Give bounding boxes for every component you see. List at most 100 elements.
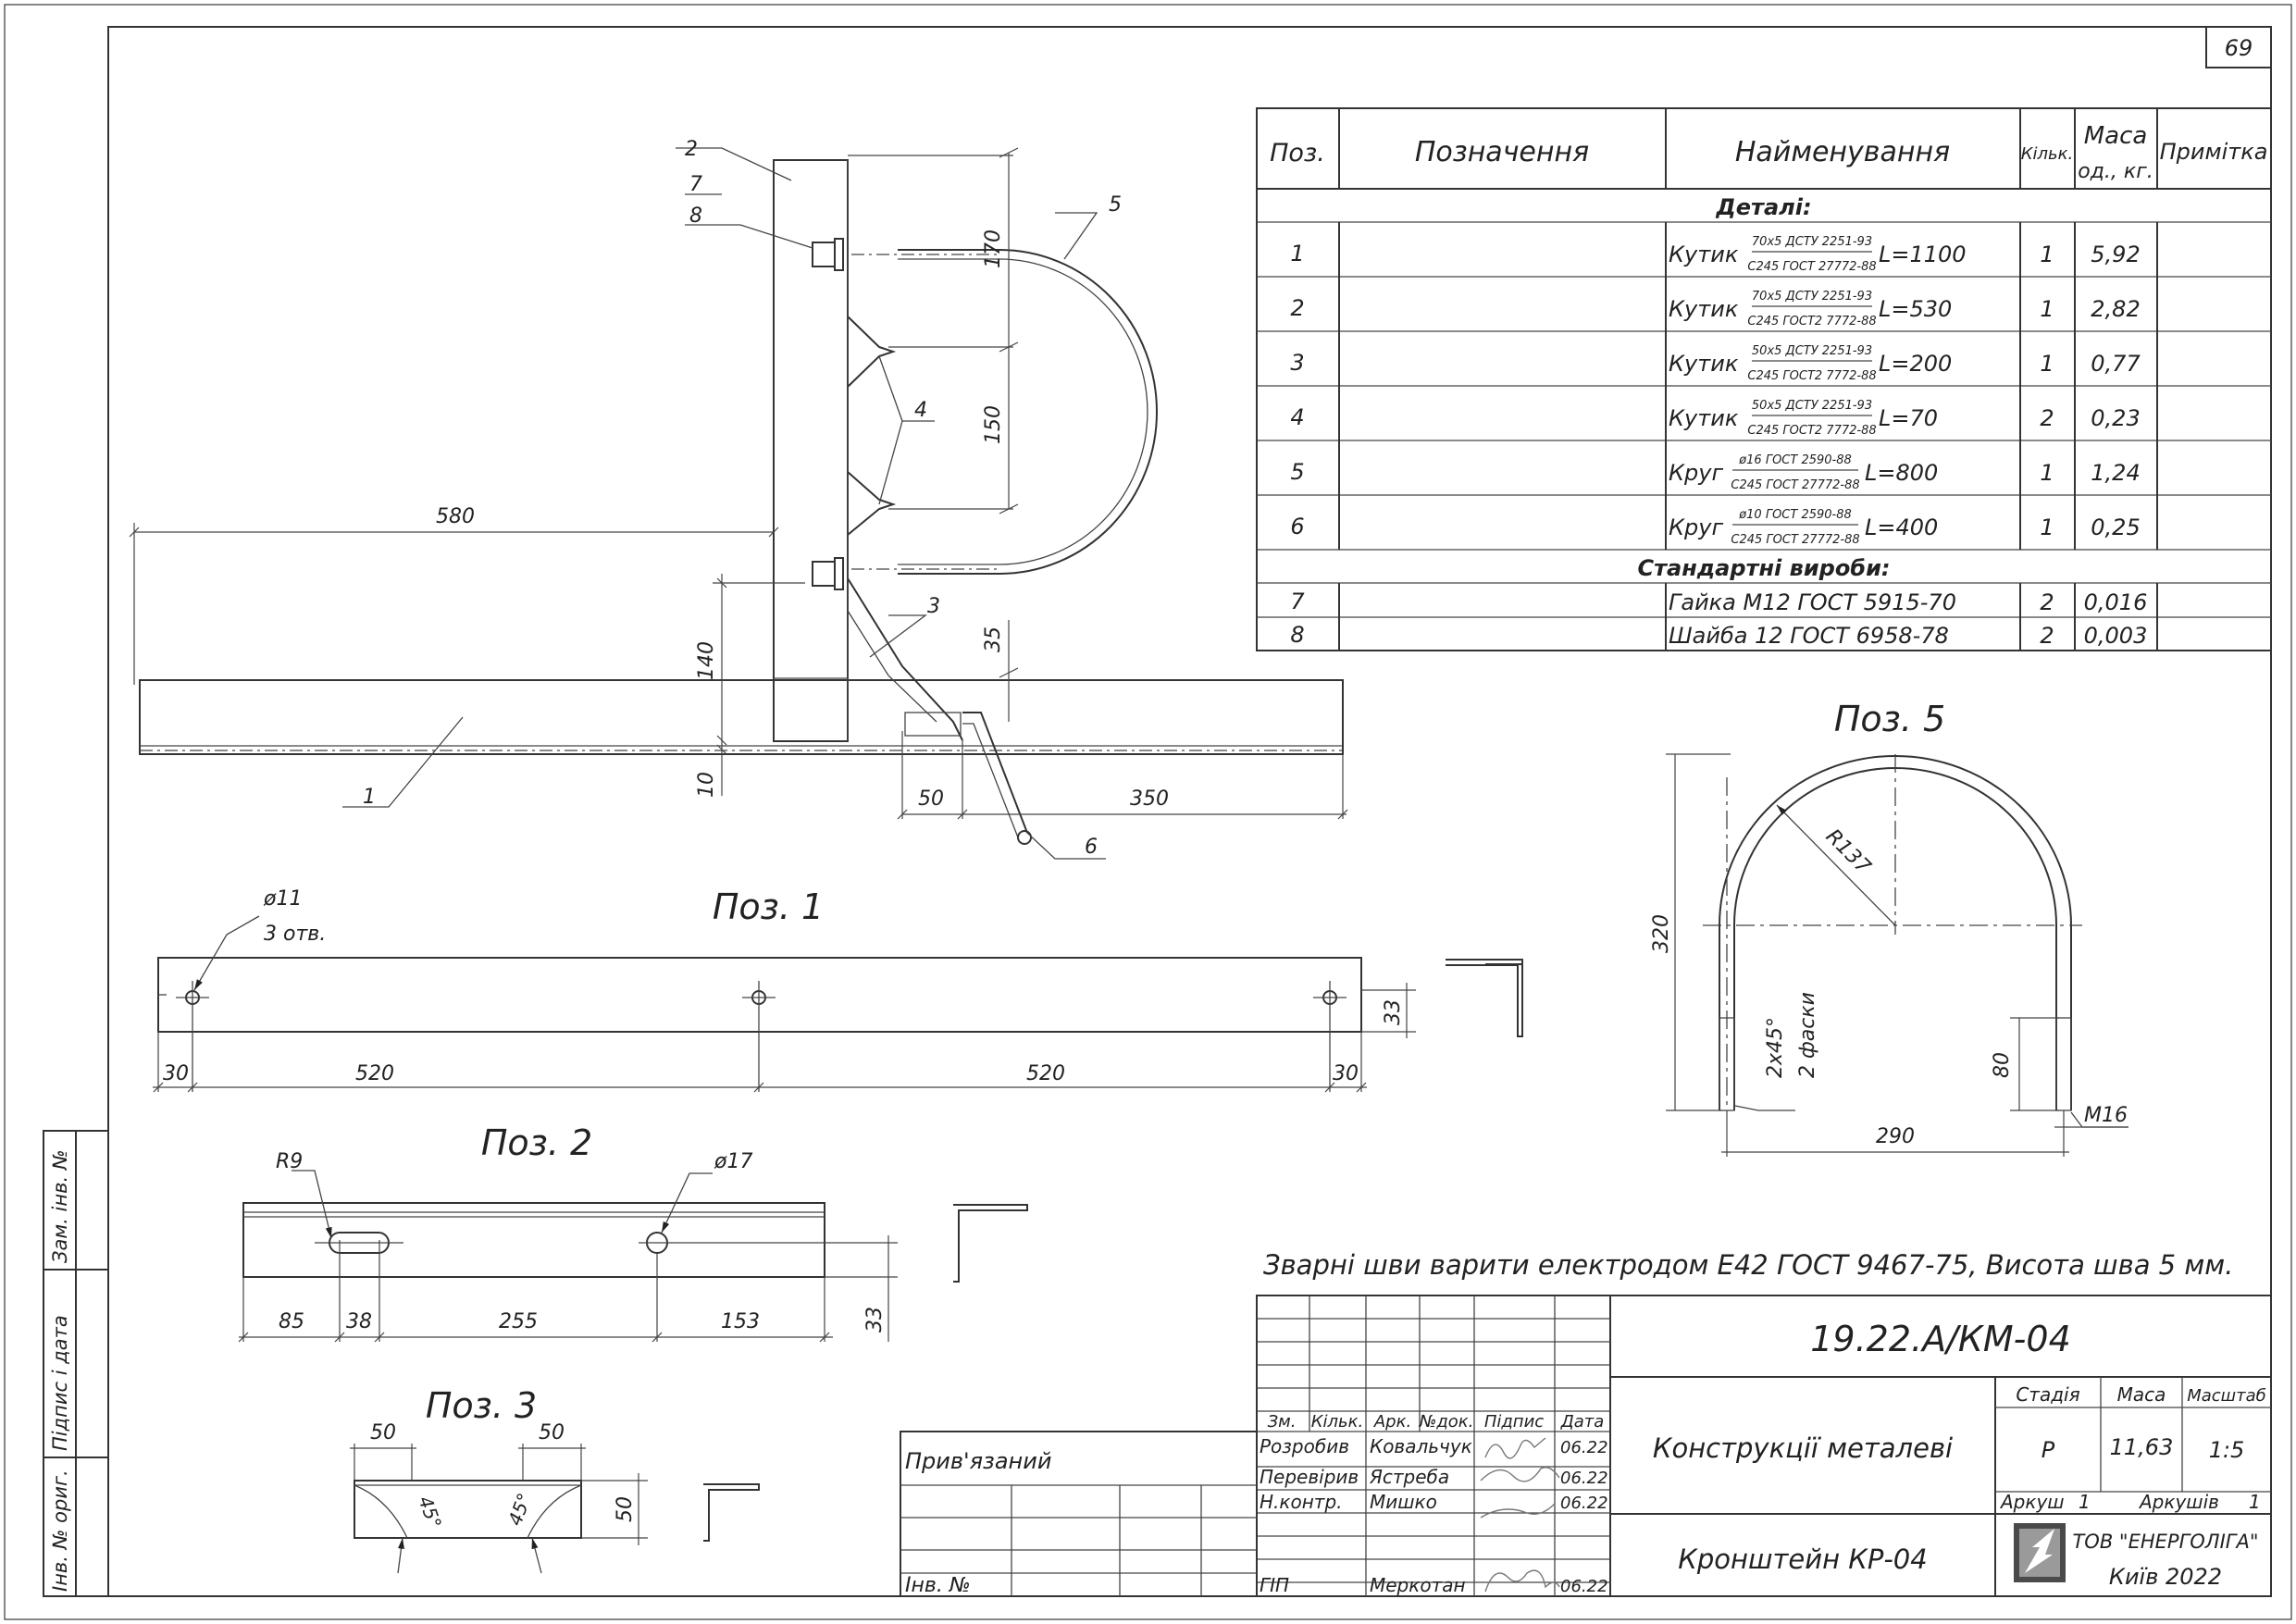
spec-row-name: Кутик — [1669, 351, 1739, 377]
spec-row-mass: 1,24 — [2091, 460, 2140, 486]
spec-row-grade-bottom: С245 ГОСТ2 7772-88 — [1747, 315, 1876, 329]
dim-10: 10 — [695, 772, 718, 798]
spec-row-qty: 2 — [2040, 405, 2054, 431]
signature — [1484, 1437, 1546, 1459]
spec-row-mass: 0,25 — [2091, 514, 2140, 540]
tb-stage-label: Стадія — [2016, 1383, 2079, 1406]
spec-row-grade-bottom: С245 ГОСТ 27772-88 — [1731, 533, 1859, 547]
tb-role: Перевірив — [1260, 1466, 1359, 1488]
tb-sheets-no: 1 — [2249, 1491, 2261, 1513]
tb-col-date: Дата — [1560, 1412, 1605, 1432]
pos5-title: Поз. 5 — [1834, 699, 1945, 739]
pos1-profile — [1446, 959, 1523, 1037]
spec-row-mass: 5,92 — [2091, 242, 2140, 267]
pos3-title: Поз. 3 — [426, 1385, 537, 1426]
spec-row-grade-top: 70x5 ДСТУ 2251-93 — [1752, 290, 1872, 304]
spec-row-name: Кутик — [1669, 405, 1739, 431]
pos1-dim-520b: 520 — [1026, 1062, 1065, 1085]
angle-pos1 — [139, 679, 1344, 755]
tb-work-title: Конструкції металеві — [1653, 1432, 1953, 1464]
pos2-r9: R9 — [276, 1150, 303, 1173]
pos1-dim-520a: 520 — [355, 1062, 394, 1085]
pos3-dim-50a: 50 — [370, 1421, 396, 1444]
tb-scale-label: Масштаб — [2187, 1386, 2266, 1406]
tb-person: Мишко — [1370, 1491, 1437, 1513]
tb-col-sign: Підпис — [1484, 1412, 1544, 1432]
rod-pos6 — [962, 712, 1028, 834]
dim-140: 140 — [695, 641, 718, 680]
dim-150: 150 — [982, 405, 1005, 444]
pos2-dim-38: 38 — [346, 1310, 372, 1333]
spec-row-grade-top: 50x5 ДСТУ 2251-93 — [1752, 344, 1872, 358]
leader-3: 3 — [927, 595, 940, 618]
spec-row-pos: 7 — [1290, 589, 1305, 614]
pos5-chamfer-note: 2 фаски — [1796, 992, 1819, 1078]
spec-row-name: Кутик — [1669, 242, 1739, 267]
main-view: 2 7 8 5 4 3 1 6 170 150 580 — [129, 138, 1348, 860]
spec-row-name: Круг — [1669, 514, 1723, 540]
spec-row-qty: 1 — [2040, 514, 2054, 540]
tb-date: 06.22 — [1560, 1494, 1608, 1513]
signature — [1480, 1467, 1560, 1482]
dim-170: 170 — [982, 229, 1005, 268]
spec-row-grade-top: ø10 ГОСТ 2590-88 — [1738, 508, 1852, 522]
spec-row-pos: 1 — [1290, 241, 1304, 267]
tb-col-qty: Кільк. — [1311, 1412, 1364, 1432]
spec-row-name: Шайба 12 ГОСТ 6958-78 — [1669, 623, 1949, 649]
spec-row-length: L=200 — [1879, 351, 1952, 377]
spec-row-grade-bottom: С245 ГОСТ2 7772-88 — [1747, 424, 1876, 438]
pos1-dim-30a: 30 — [163, 1062, 189, 1085]
spec-row-grade-top: 70x5 ДСТУ 2251-93 — [1752, 235, 1872, 249]
spec-row-qty: 2 — [2040, 623, 2054, 649]
spec-header-qty: Кільк. — [2021, 144, 2074, 164]
side-stamp-signature-date: Підпис і дата — [49, 1315, 71, 1451]
outer-border — [4, 4, 2292, 1620]
spec-header-pos: Поз. — [1270, 139, 1325, 167]
leader-4: 4 — [914, 399, 927, 422]
pos1-hole: ø11 — [263, 887, 302, 911]
pos2-view: Поз. 2 R9 ø17 85 38 255 153 33 — [238, 1122, 1028, 1343]
pos2-hole: ø17 — [714, 1150, 752, 1173]
tb-doc-code: 19.22.А/КМ-04 — [1810, 1319, 2071, 1359]
pos1-dim-30b: 30 — [1333, 1062, 1359, 1085]
side-stamp: Зам. інв. № Підпис і дата Інв. № ориг. — [43, 1130, 109, 1597]
weld-note: Зварні шви варити електродом Е42 ГОСТ 94… — [1263, 1249, 2233, 1281]
page-number-box: 69 — [2205, 26, 2272, 68]
spec-row-mass: 0,77 — [2091, 351, 2141, 377]
tb-col-sheet: Арк. — [1373, 1412, 1411, 1432]
leader-8: 8 — [689, 205, 702, 228]
pos5-dim-320: 320 — [1650, 914, 1673, 953]
company-logo — [2014, 1523, 2066, 1582]
spec-row-pos: 3 — [1290, 350, 1304, 376]
spec-row-qty: 1 — [2040, 242, 2054, 267]
spec-row-qty: 1 — [2040, 351, 2054, 377]
spec-row-name: Круг — [1669, 460, 1723, 486]
title-block: Зм. Кільк. Арк. №док. Підпис Дата Розроб… — [900, 1295, 2272, 1597]
signature — [1484, 1569, 1560, 1593]
spec-header-designation: Позначення — [1415, 136, 1589, 168]
tb-col-zm: Зм. — [1268, 1412, 1297, 1432]
leader-7: 7 — [689, 173, 702, 196]
page-number: 69 — [2225, 35, 2253, 61]
pos2-profile — [953, 1204, 1028, 1283]
tb-stage: Р — [2042, 1437, 2055, 1463]
tb-person: Меркотан — [1370, 1574, 1466, 1596]
spec-row-pos: 8 — [1290, 622, 1304, 648]
tb-person: Ковальчук — [1370, 1435, 1472, 1457]
pos5-dim-290: 290 — [1876, 1125, 1915, 1148]
spec-row-mass: 0,016 — [2084, 589, 2148, 615]
pos3-view: Поз. 3 50 50 45° 45° 50 — [350, 1385, 760, 1574]
spec-row-qty: 2 — [2040, 589, 2054, 615]
spec-row-grade-bottom: С245 ГОСТ2 7772-88 — [1747, 369, 1876, 383]
tb-city-year: Київ 2022 — [2109, 1564, 2222, 1590]
pos1-dim-33: 33 — [1382, 999, 1405, 1025]
spec-row-length: L=70 — [1879, 405, 1938, 431]
tb-mass-label: Маса — [2117, 1383, 2166, 1406]
angle-pos3 — [847, 577, 963, 741]
spec-row-name: Кутик — [1669, 296, 1739, 322]
pos3-angle-1: 45° — [414, 1494, 446, 1532]
tb-sheet-no: 1 — [2079, 1491, 2091, 1513]
tb-date: 06.22 — [1560, 1577, 1608, 1596]
tb-inv-no: Інв. № — [905, 1574, 971, 1597]
